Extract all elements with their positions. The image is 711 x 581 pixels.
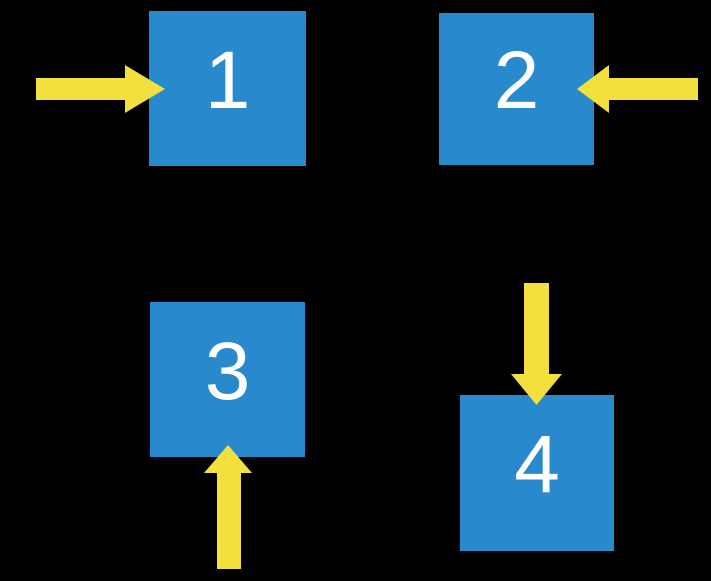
down-arrow-icon [511,283,562,405]
box-1: 1 [149,11,306,166]
box-2-label: 2 [493,35,540,126]
box-3-label: 3 [204,325,251,417]
box-4: 4 [460,395,614,551]
box-3: 3 [150,302,305,457]
box-4-label: 4 [514,419,560,510]
box-1-label: 1 [204,34,251,126]
left-arrow-icon [577,65,698,113]
box-2: 2 [439,13,594,165]
up-arrow-icon [204,445,252,569]
right-arrow-icon [36,65,165,113]
